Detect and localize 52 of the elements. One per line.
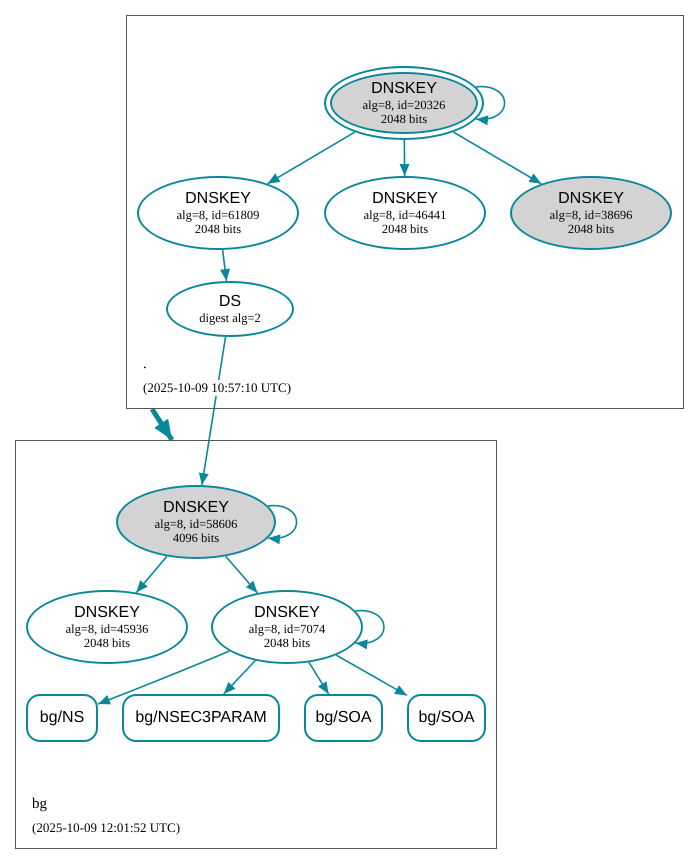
key-detail-text: 2048 bits [84, 636, 130, 650]
key-detail-text: 2048 bits [264, 636, 310, 650]
arrow [198, 336, 226, 486]
key-detail-text: alg=8, id=58606 [154, 517, 238, 531]
rrset-box [26, 694, 98, 742]
key-detail-text: 2048 bits [568, 222, 614, 236]
record-type-label: DS [218, 293, 242, 311]
record-type-label: DNSKEY [254, 604, 320, 622]
record-type-label: bg/SOA [418, 709, 475, 727]
rrset-box [304, 694, 383, 742]
record-type-label: DNSKEY [163, 499, 229, 517]
record-type-label: DNSKEY [371, 80, 437, 98]
arrow [225, 556, 258, 594]
arrow [150, 408, 174, 442]
zone-name-label: . [143, 356, 148, 373]
arrow [223, 660, 256, 695]
record-type-label: DNSKEY [558, 190, 624, 208]
key-detail-text: 2048 bits [382, 222, 428, 236]
key-detail-text: alg=8, id=45936 [66, 622, 148, 636]
timestamp-label: (2025-10-09 12:01:52 UTC) [32, 820, 180, 836]
timestamp-label: (2025-10-09 10:57:10 UTC) [143, 380, 292, 396]
key-detail-text: alg=8, id=20326 [362, 98, 446, 112]
key-detail-text: 4096 bits [172, 531, 220, 545]
key-detail-text: 2048 bits [194, 222, 242, 236]
record-type-label: bg/SOA [315, 709, 372, 727]
arrow [267, 131, 356, 184]
arrow [400, 140, 410, 176]
record-type-label: DNSKEY [185, 190, 251, 208]
rrset-box [407, 694, 486, 742]
key-detail-text: digest alg=2 [199, 311, 261, 325]
arrow [453, 131, 542, 184]
record-type-label: bg/NSEC3PARAM [135, 709, 267, 727]
key-detail-text: alg=8, id=7074 [248, 622, 326, 636]
arrow [98, 650, 230, 705]
key-detail-text: alg=8, id=46441 [364, 208, 446, 222]
arrow [308, 662, 330, 694]
record-type-label: DNSKEY [74, 604, 140, 622]
zone-cluster [15, 440, 497, 849]
record-type-label: bg/NS [40, 709, 84, 727]
self-loop-arrow [268, 505, 298, 544]
arrow [220, 250, 230, 282]
arrow [136, 556, 168, 594]
self-loop-arrow [355, 610, 385, 648]
key-detail-text: alg=8, id=38696 [550, 208, 632, 222]
self-loop-arrow [476, 86, 506, 124]
zone-cluster [126, 15, 684, 409]
arrow [336, 654, 408, 696]
key-detail-text: alg=8, id=61809 [176, 208, 260, 222]
key-detail-text: 2048 bits [380, 112, 428, 126]
record-type-label: DNSKEY [372, 190, 438, 208]
zone-name-label: bg [32, 796, 48, 813]
rrset-box [122, 694, 280, 742]
